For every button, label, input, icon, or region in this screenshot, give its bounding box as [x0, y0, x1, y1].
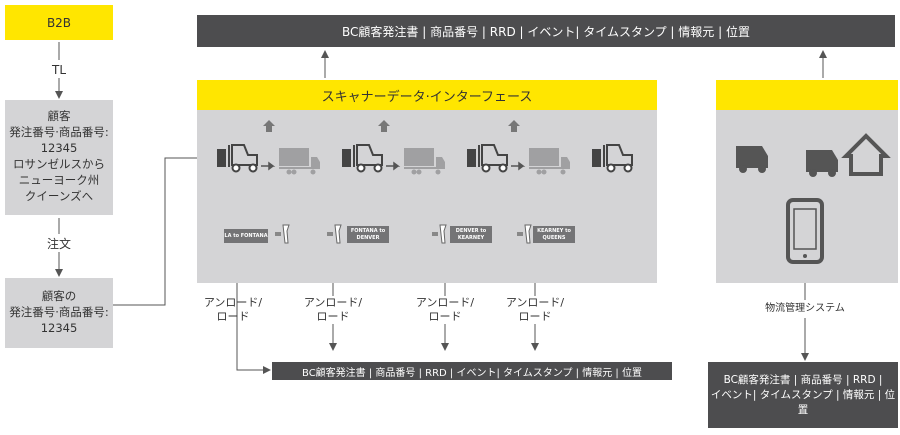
- barcode-scanner-icon: [517, 224, 532, 244]
- route-tag: KEARNEY to QUEENS: [533, 226, 575, 243]
- order-label: 注文: [46, 237, 71, 251]
- truck-icon: [529, 148, 570, 175]
- van-icon: [806, 150, 838, 177]
- barcode-scanner-icon: [327, 224, 342, 244]
- logistics-panel: [716, 110, 898, 283]
- van-icon: [736, 146, 768, 173]
- truck-icon: [404, 148, 445, 175]
- unload-load-label: アンロード/ ロード: [203, 296, 263, 323]
- route-tag: DENVER to KEARNEY: [450, 226, 492, 243]
- logistics-title-bar: [716, 80, 898, 110]
- forklift-icon: [217, 144, 258, 173]
- barcode-scanner-icon: [275, 224, 290, 244]
- forklift-icon: [592, 144, 633, 173]
- b2b-box: B2B: [5, 5, 113, 40]
- arrow-right-icon: [261, 161, 276, 171]
- barcode-scanner-icon: [432, 224, 447, 244]
- arrow-right-icon: [511, 161, 526, 171]
- result-data-box: BC顧客発注書 | 商品番号 | RRD | イベント| タイムスタンプ | 情…: [708, 362, 898, 428]
- route-tag: LA to FONTANA: [224, 229, 268, 243]
- forklift-icon: [342, 144, 383, 173]
- forklift-icon: [467, 144, 508, 173]
- scanner-interface-title: スキャナーデータ·インターフェース: [197, 80, 657, 110]
- top-data-bar: BC顧客発注書 | 商品番号 | RRD | イベント| タイムスタンプ | 情…: [197, 15, 895, 47]
- scanner-panel: [197, 110, 657, 283]
- bottom-data-bar: BC顧客発注書 | 商品番号 | RRD | イベント| タイムスタンプ | 情…: [272, 362, 672, 380]
- smartphone-icon: [786, 198, 824, 264]
- arrow-up-icon: [263, 120, 275, 132]
- unload-load-label: アンロード/ ロード: [415, 296, 475, 323]
- unload-load-label: アンロード/ ロード: [505, 296, 565, 323]
- route-tag: FONTANA to DENVER: [347, 226, 389, 243]
- customer-order-box: 顧客 発注番号·商品番号: 12345 ロサンゼルスから ニューヨーク州 クイー…: [5, 100, 113, 215]
- house-icon: [841, 133, 891, 176]
- arrow-right-icon: [386, 161, 401, 171]
- forklift-truck-sequence: [217, 120, 633, 244]
- arrow-up-icon: [508, 120, 520, 132]
- unload-load-label: アンロード/ ロード: [303, 296, 363, 323]
- arrow-up-icon: [378, 120, 390, 132]
- logistics-system-label: 物流管理システム: [750, 301, 860, 317]
- tl-label: TL: [51, 63, 66, 77]
- truck-icon: [279, 148, 320, 175]
- order-number-box: 顧客の 発注番号·商品番号: 12345: [5, 278, 113, 348]
